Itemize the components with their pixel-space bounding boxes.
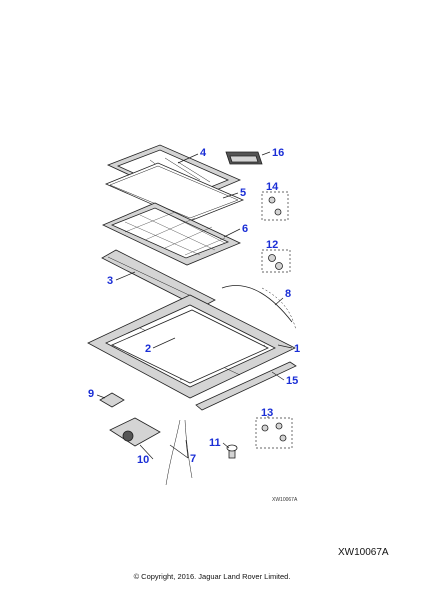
- part-trim-strip: [195, 361, 297, 411]
- part-screw-set-14: [261, 191, 289, 221]
- part-frame-panel: [111, 309, 269, 384]
- callout-5: 5: [240, 187, 246, 199]
- part-small-plate: [99, 392, 125, 408]
- callout-2: 2: [145, 343, 151, 355]
- callout-3: 3: [107, 275, 113, 287]
- illustration-code: XW10067A: [272, 497, 298, 503]
- part-motor: [109, 417, 161, 447]
- callout-12: 12: [266, 239, 278, 251]
- callout-4: 4: [200, 147, 207, 159]
- callout-13: 13: [261, 407, 273, 419]
- part-clip-set-12: [261, 249, 291, 273]
- callout-14: 14: [266, 181, 279, 193]
- part-bolt: [226, 444, 238, 459]
- callout-11: 11: [209, 437, 221, 449]
- part-control-switch: [225, 151, 263, 165]
- callout-6: 6: [242, 223, 248, 235]
- reference-code: XW10067A: [338, 547, 389, 558]
- copyright-notice: © Copyright, 2016. Jaguar Land Rover Lim…: [133, 572, 291, 581]
- callout-10: 10: [137, 454, 149, 466]
- leader-lines: [96, 151, 293, 460]
- callout-1: 1: [294, 343, 300, 355]
- part-drain-tube: [221, 285, 297, 331]
- callout-16: 16: [272, 147, 284, 159]
- callout-15: 15: [286, 375, 298, 387]
- part-fixing-set-13: [255, 417, 293, 449]
- callout-9: 9: [88, 388, 94, 400]
- callout-7: 7: [190, 453, 196, 465]
- part-drive-cables: [165, 419, 193, 486]
- callout-8: 8: [285, 288, 291, 300]
- part-sunshade: [102, 202, 241, 266]
